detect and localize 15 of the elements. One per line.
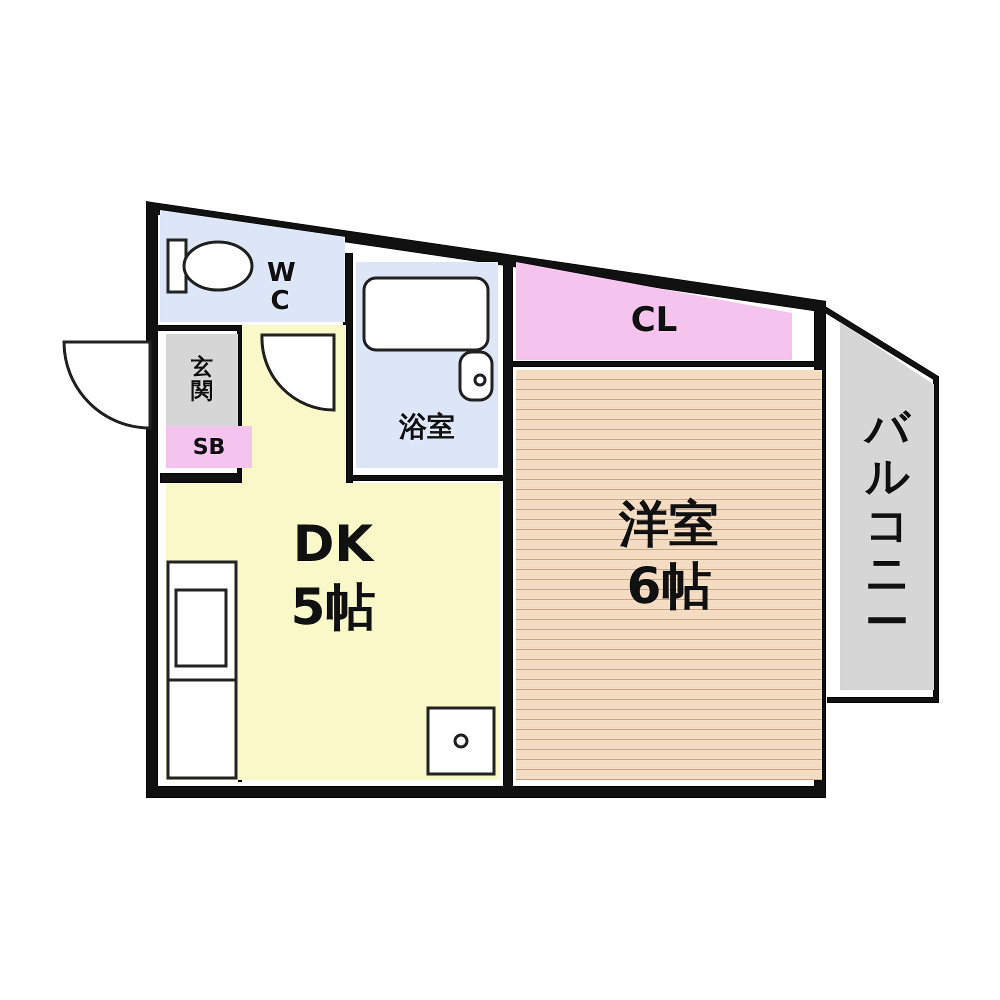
shoe-box-area <box>166 426 252 468</box>
entrance-area <box>166 334 238 426</box>
room-label: CL <box>630 299 678 342</box>
balcony <box>840 322 934 690</box>
room-label: WC <box>267 258 293 316</box>
western-room <box>516 370 822 780</box>
room-label: 浴室 <box>399 409 455 445</box>
room-label: 6帖 <box>626 556 712 617</box>
room-label: 玄関 <box>191 356 213 404</box>
room-label: 5帖 <box>290 576 376 638</box>
room-label: 洋室 <box>619 494 719 554</box>
room-label: バルコニー <box>865 405 909 647</box>
room-label: SB <box>192 434 226 462</box>
closet <box>516 262 792 360</box>
room-label: DK <box>292 514 374 575</box>
